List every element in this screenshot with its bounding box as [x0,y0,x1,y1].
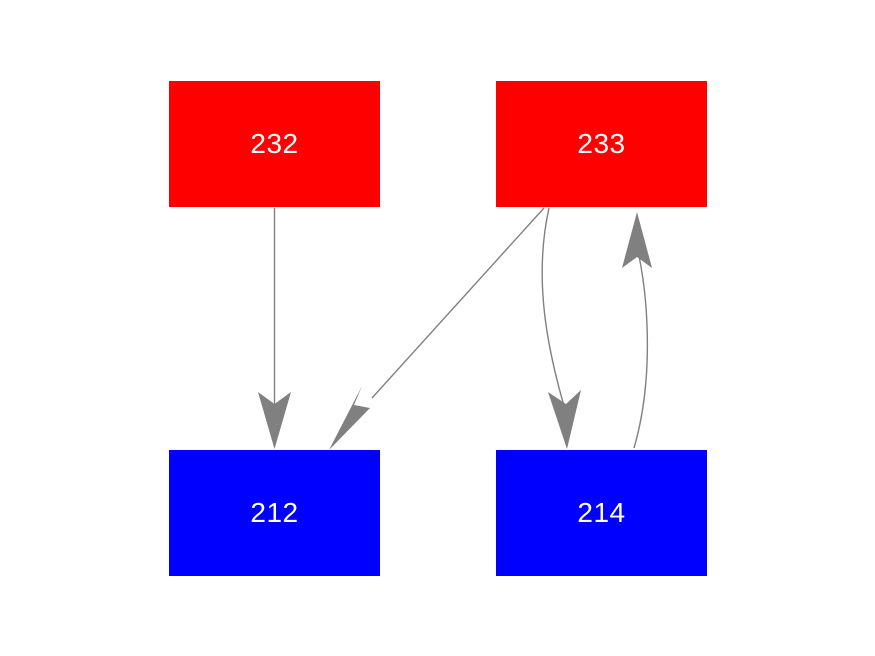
arrowhead-icon [258,392,291,449]
edge-232-to-212[interactable] [258,208,291,449]
edge-214-to-233[interactable] [622,212,652,449]
edge-233-to-212[interactable] [329,207,545,450]
node-label: 232 [250,128,299,159]
node-212[interactable]: 212 [169,450,380,576]
edge-line [633,255,649,449]
edge-line [371,207,545,399]
node-label: 233 [577,128,626,159]
node-232[interactable]: 232 [169,81,380,207]
arrowhead-icon [548,390,581,449]
arrowhead-icon [329,386,370,450]
edge-233-to-214[interactable] [541,207,581,449]
edge-line [541,207,565,407]
node-label: 214 [577,497,626,528]
arrowhead-icon [622,212,652,268]
node-214[interactable]: 214 [496,450,707,576]
node-233[interactable]: 233 [496,81,707,207]
node-label: 212 [250,497,299,528]
